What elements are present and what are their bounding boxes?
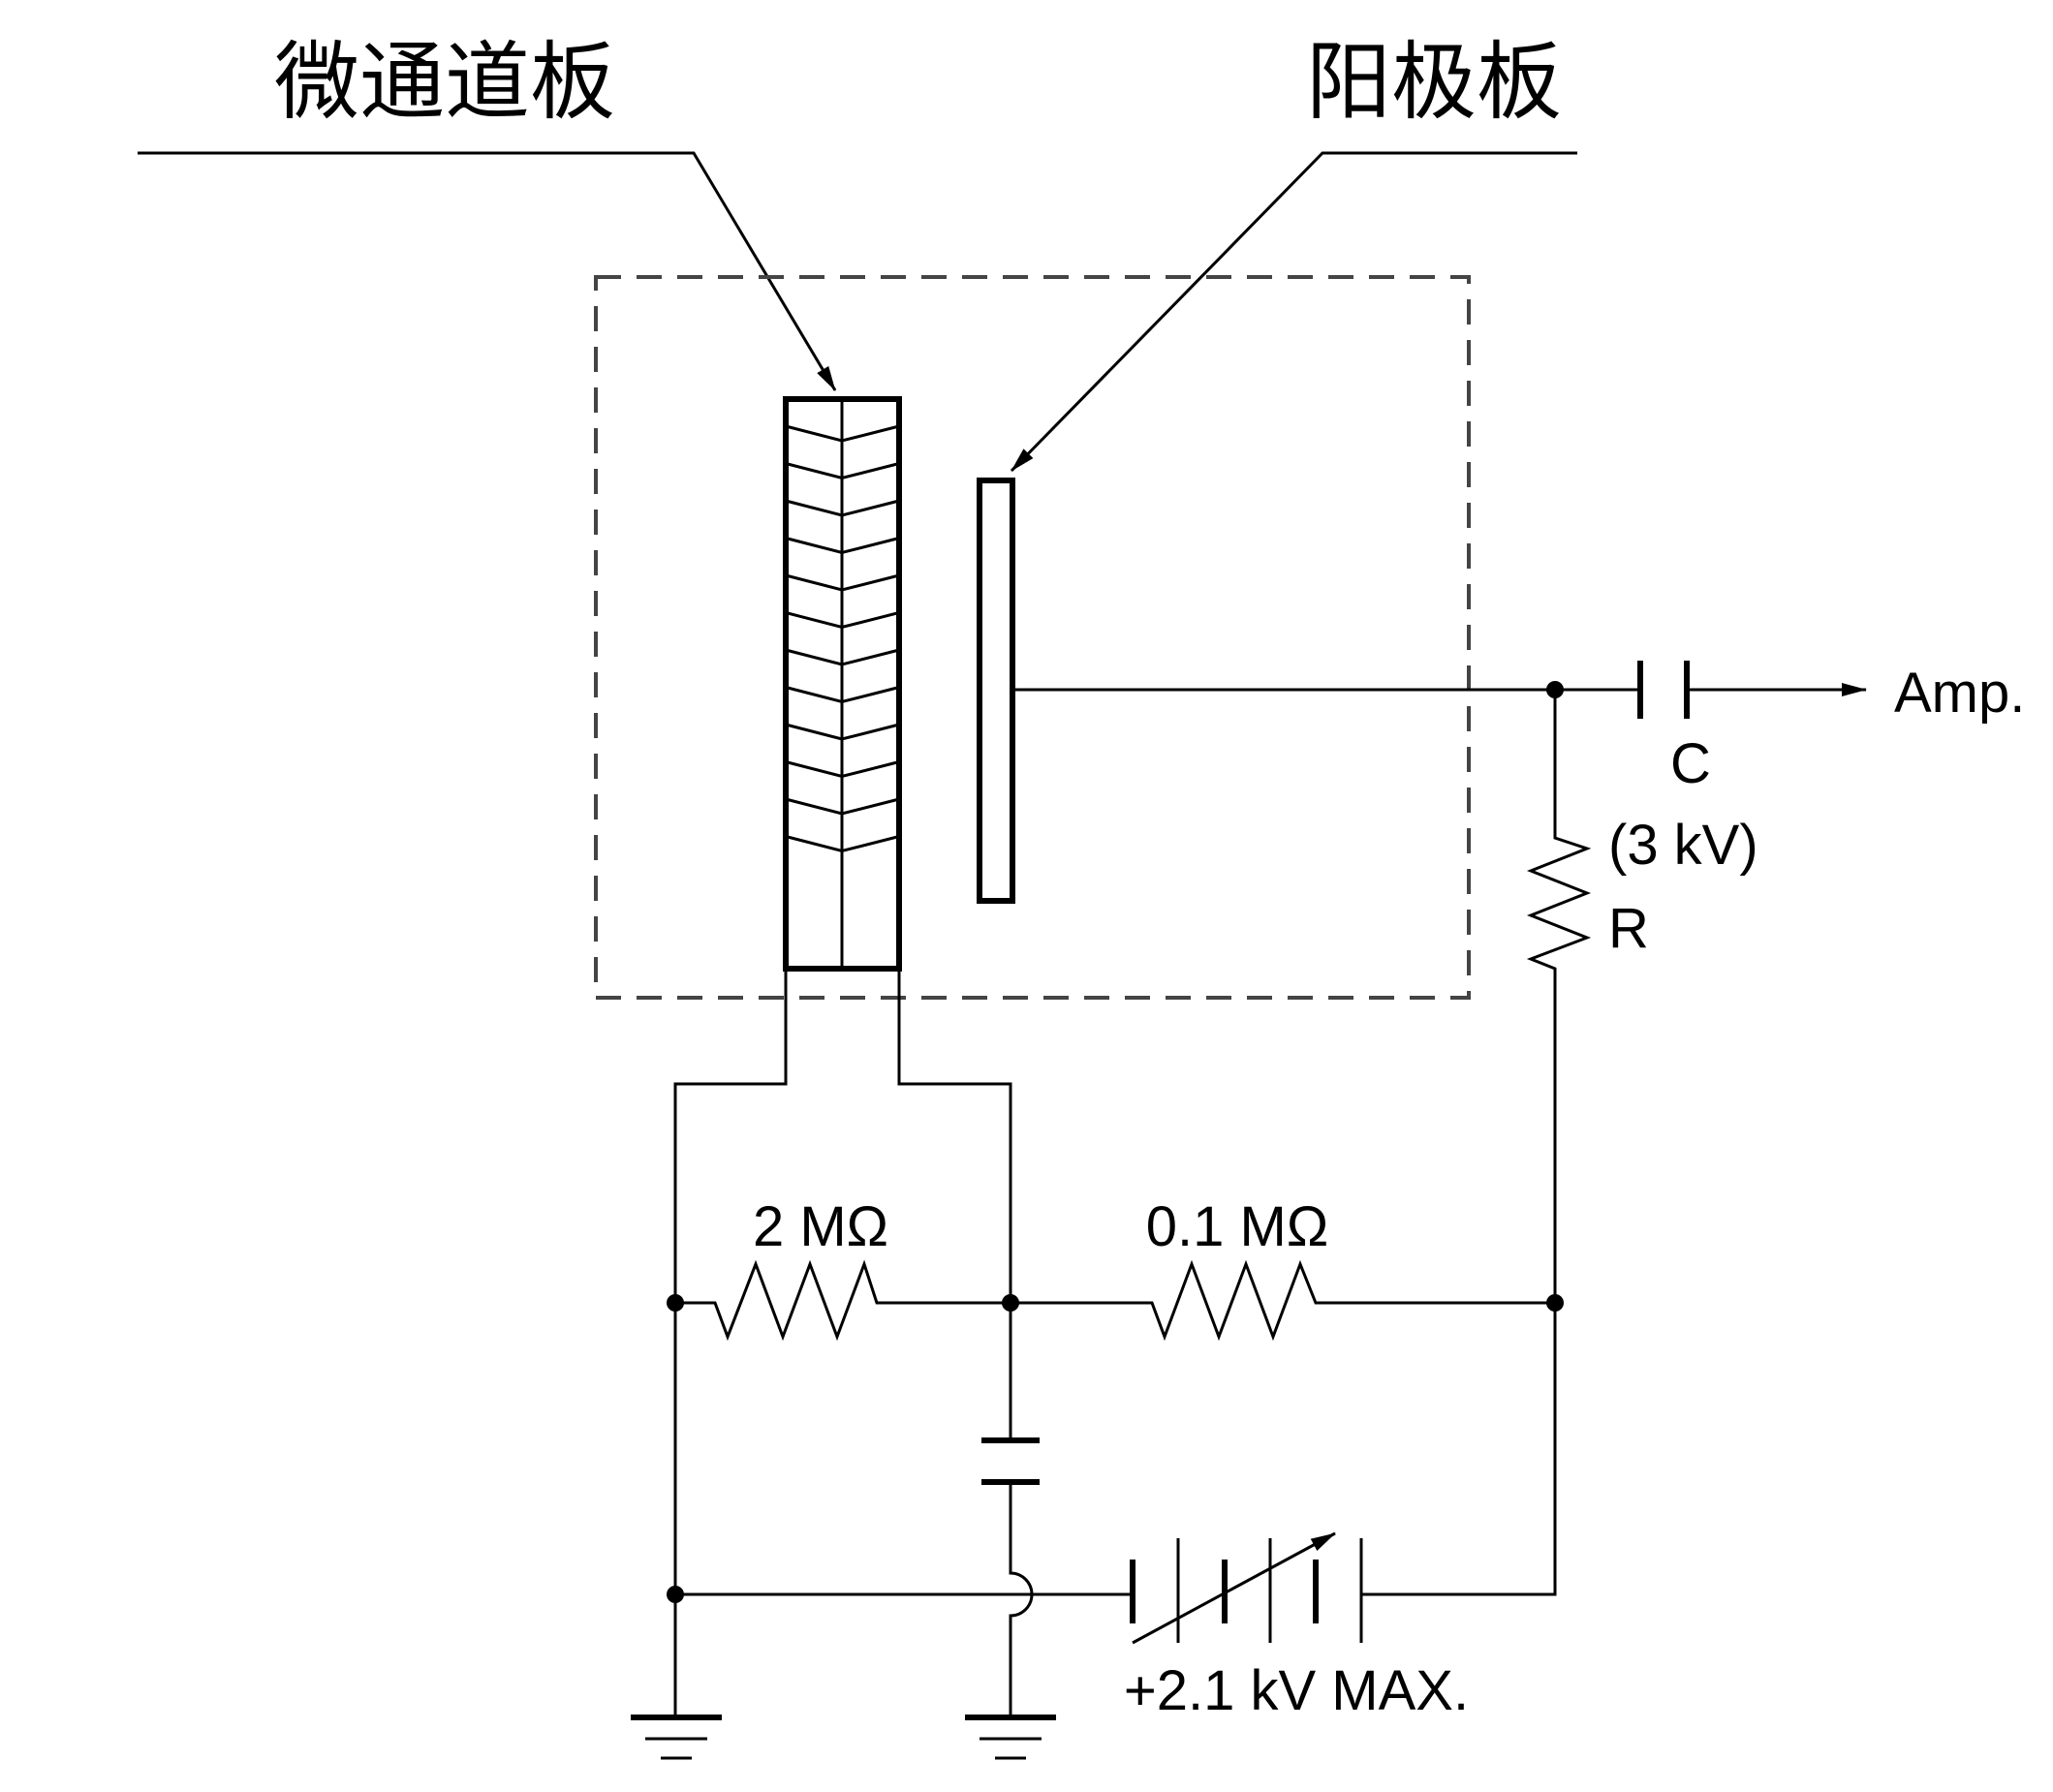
capacitor-c-rating: (3 kV) — [1608, 814, 1758, 877]
resistor-0-1m-label: 0.1 MΩ — [1146, 1195, 1328, 1258]
mcp-input-lead — [673, 969, 788, 1717]
ground-icon — [631, 1715, 722, 1760]
mcp-output-lead — [897, 969, 1012, 1440]
mcp-channel-chevron — [785, 424, 900, 443]
junction-node — [1002, 1294, 1019, 1312]
resistor-r-label: R — [1608, 897, 1649, 960]
mcp-leader-arrow — [138, 151, 837, 391]
mcp-channel-chevron — [785, 835, 900, 853]
detector-enclosure — [594, 275, 1471, 1000]
mcp-channel-chevron — [785, 686, 900, 704]
microchannel-plate — [783, 396, 902, 972]
mcp-channel-chevron — [785, 573, 900, 592]
mcp-channel-chevron — [785, 611, 900, 630]
mcp-channel-chevron — [785, 537, 900, 555]
mcp-channel-chevron — [785, 760, 900, 779]
mcp-channel-chevron — [785, 797, 900, 816]
variable-arrow — [1132, 1531, 1336, 1645]
junction-node — [667, 1294, 684, 1312]
ground-wire-with-hop — [1009, 1482, 1034, 1717]
capacitor-c-label: C — [1670, 732, 1711, 795]
resistor-0-1m — [1011, 1259, 1555, 1342]
supply-positive-wire — [1361, 1303, 1557, 1596]
ground-icon — [965, 1715, 1056, 1760]
variable-hv-supply — [1130, 1531, 1363, 1645]
resistor-2m-label: 2 MΩ — [753, 1195, 888, 1258]
anode-leader-arrow — [1010, 151, 1577, 473]
mcp-label: 微通道板 — [274, 32, 615, 132]
mcp-channel-chevron — [785, 462, 900, 480]
amp-label: Amp. — [1894, 662, 2025, 725]
mcp-channel-chevron — [785, 499, 900, 517]
resistor-2m — [675, 1259, 1011, 1342]
mcp-channel-chevron — [785, 723, 900, 741]
resistor-r — [1526, 690, 1592, 1303]
anode-label: 阳极板 — [1306, 32, 1562, 132]
junction-node — [667, 1586, 684, 1603]
anode-plate — [977, 478, 1015, 904]
mcp-channel-chevron — [785, 648, 900, 666]
supply-label: +2.1 kV MAX. — [1124, 1659, 1469, 1722]
